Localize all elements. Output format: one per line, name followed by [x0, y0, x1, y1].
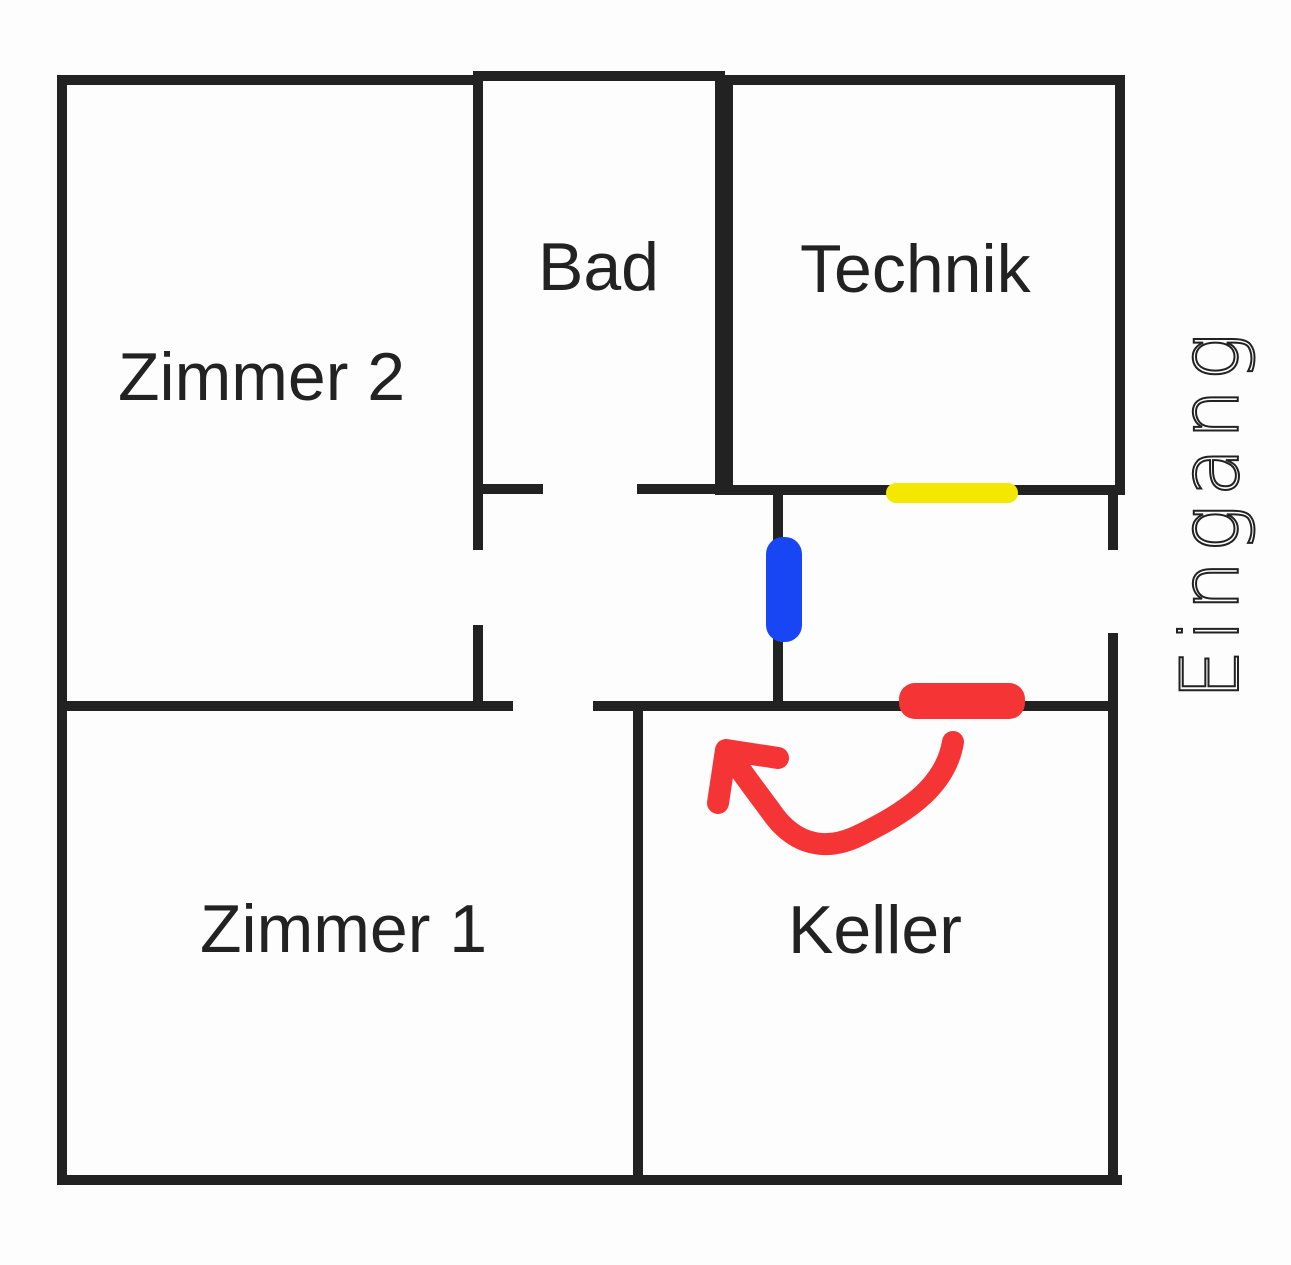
room-label-keller: Keller	[788, 892, 962, 968]
yellow-marker	[886, 483, 1018, 503]
room-label-zimmer1: Zimmer 1	[200, 891, 487, 967]
room-label-bad: Bad	[538, 229, 659, 305]
blue-marker	[766, 537, 802, 642]
red-arrow-icon	[707, 731, 964, 855]
room-label-technik: Technik	[800, 231, 1032, 307]
room-label-zimmer2: Zimmer 2	[118, 339, 405, 415]
entrance-label: Eingang	[1164, 325, 1257, 700]
red-marker	[899, 683, 1025, 719]
